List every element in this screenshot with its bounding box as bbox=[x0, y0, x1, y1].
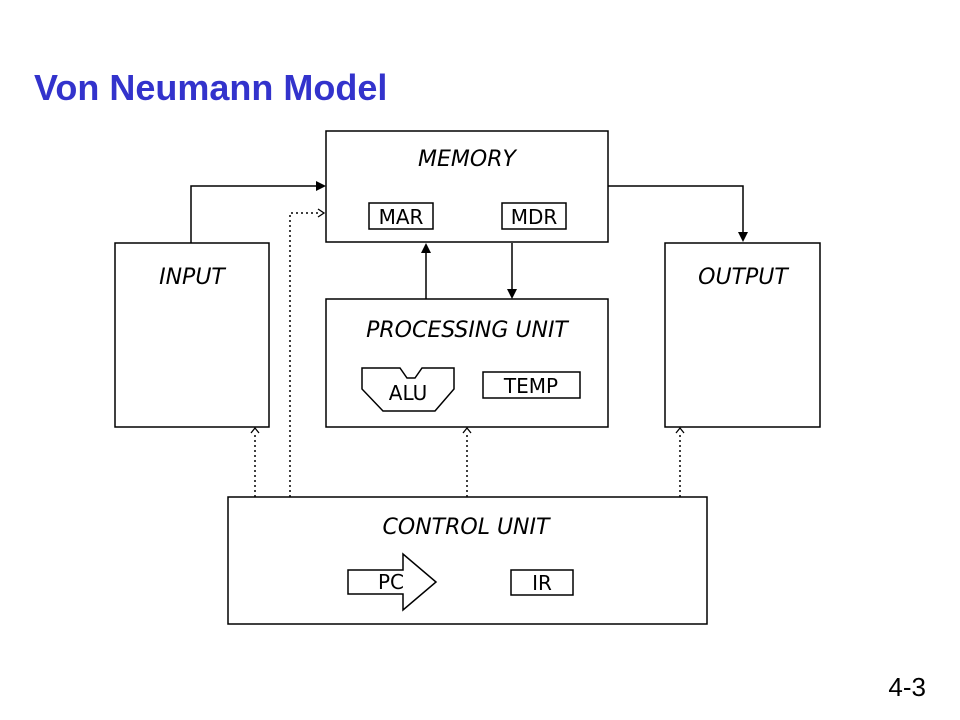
ir-register: IR bbox=[510, 569, 574, 596]
control-to-output-signal bbox=[675, 426, 685, 497]
processing-to-memory-arrow bbox=[421, 243, 431, 299]
alu-block: ALU bbox=[361, 367, 455, 412]
memory-to-processing-arrow bbox=[507, 243, 517, 299]
pc-label: PC bbox=[378, 570, 404, 594]
input-unit: INPUT bbox=[114, 242, 270, 428]
control-label: CONTROL UNIT bbox=[383, 515, 551, 540]
slide-title: Von Neumann Model bbox=[34, 67, 388, 108]
slide-number: 4-3 bbox=[888, 672, 926, 702]
temp-label: TEMP bbox=[503, 374, 558, 398]
memory-to-output-arrow bbox=[608, 185, 748, 242]
mdr-register: MDR bbox=[501, 202, 567, 230]
alu-label: ALU bbox=[389, 381, 427, 405]
processing-label: PROCESSING UNIT bbox=[366, 318, 569, 343]
control-to-memory-signal bbox=[289, 208, 326, 497]
control-unit: CONTROL UNIT PC IR bbox=[227, 496, 708, 625]
mar-label: MAR bbox=[379, 205, 424, 229]
control-to-processing-signal bbox=[462, 426, 472, 497]
temp-register: TEMP bbox=[482, 371, 581, 399]
output-label: OUTPUT bbox=[698, 265, 789, 290]
memory-label: MEMORY bbox=[418, 147, 517, 172]
memory-unit: MEMORY MAR MDR bbox=[325, 130, 609, 243]
mar-register: MAR bbox=[368, 202, 434, 230]
mdr-label: MDR bbox=[511, 205, 558, 229]
processing-unit: PROCESSING UNIT ALU TEMP bbox=[325, 298, 609, 428]
ir-label: IR bbox=[532, 571, 552, 595]
output-unit: OUTPUT bbox=[664, 242, 821, 428]
input-label: INPUT bbox=[159, 265, 226, 290]
control-to-input-signal bbox=[250, 426, 260, 497]
pc-register: PC bbox=[347, 552, 438, 612]
input-to-memory-arrow bbox=[190, 181, 326, 243]
